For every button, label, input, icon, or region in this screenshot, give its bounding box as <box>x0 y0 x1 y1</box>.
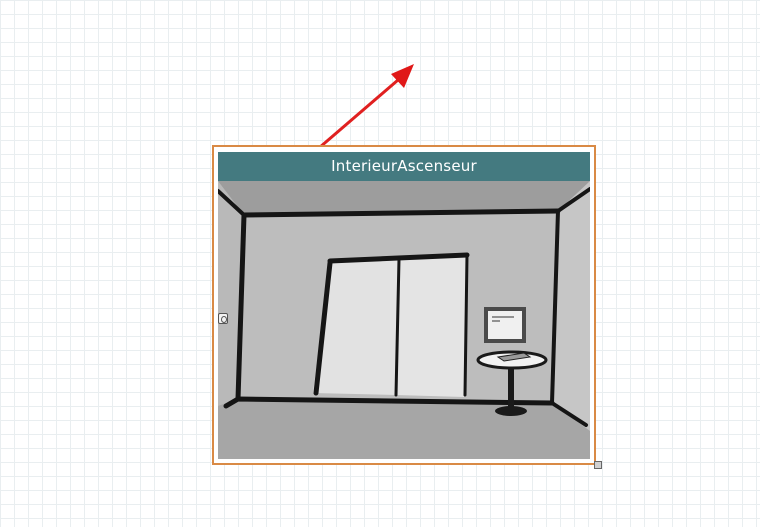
scene-node[interactable]: InterieurAscenseur <box>212 145 596 465</box>
elevator-interior-image <box>218 181 590 459</box>
resize-handle-icon[interactable] <box>594 461 602 469</box>
link-port-icon[interactable] <box>218 313 228 324</box>
arrow-head-icon <box>391 64 414 88</box>
node-title[interactable]: InterieurAscenseur <box>218 152 590 181</box>
